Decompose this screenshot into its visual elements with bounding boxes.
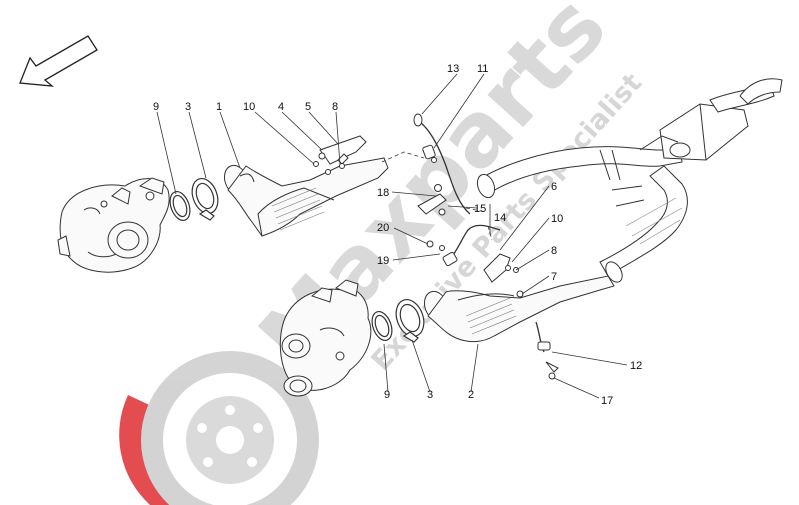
- callout-7: 7: [551, 271, 557, 283]
- callout-12: 12: [630, 360, 642, 372]
- turbocharger-lower: [279, 279, 372, 397]
- callout-17: 17: [601, 395, 613, 407]
- callout-9-upper: 9: [153, 101, 159, 113]
- leader-lines: [156, 73, 628, 399]
- oxygen-sensor-upper: [413, 113, 471, 215]
- callout-14: 14: [494, 212, 506, 224]
- turbocharger-upper: [57, 177, 170, 273]
- watermark-logo: [119, 351, 319, 505]
- muffler: [639, 78, 783, 161]
- callout-15: 15: [474, 203, 486, 215]
- arrow-down-left-icon: [19, 35, 98, 87]
- callout-10-lower: 10: [551, 213, 563, 225]
- callout-labels: 9 3 1 10 4 5 8 13 11 18 15 14 20 19 6 10…: [153, 63, 642, 407]
- callout-8-upper: 8: [332, 101, 338, 113]
- callout-13: 13: [447, 63, 459, 75]
- callout-9-lower: 9: [384, 389, 390, 401]
- callout-20: 20: [377, 222, 389, 234]
- callout-19: 19: [377, 255, 389, 267]
- catalytic-converter-lower: [423, 275, 615, 343]
- clamp-lower: [395, 299, 425, 343]
- sensor-plug-13: [413, 113, 423, 127]
- logo-hub: [216, 426, 244, 454]
- callout-2: 2: [468, 389, 474, 401]
- clamp-upper: [191, 177, 219, 221]
- exhaust-pipe-upper: [476, 146, 683, 199]
- callout-1: 1: [216, 101, 222, 113]
- bracket-upper: [313, 135, 367, 175]
- callout-6: 6: [551, 181, 557, 193]
- sensor-bracket-15: [417, 184, 447, 216]
- catalytic-converter-upper: [223, 157, 389, 237]
- gasket-lower: [371, 310, 393, 342]
- exhaust-pipe-lower: [599, 165, 688, 283]
- callout-3-lower: 3: [427, 389, 433, 401]
- gasket-upper: [169, 190, 191, 222]
- logo-outer-ring: [141, 351, 319, 505]
- bracket-lower: [483, 253, 524, 298]
- logo-red-arc: [119, 395, 175, 505]
- callout-3-upper: 3: [185, 101, 191, 113]
- logo-bolt-holes: [197, 405, 263, 467]
- callout-10-upper: 10: [243, 101, 255, 113]
- callout-11: 11: [477, 63, 488, 75]
- callout-18: 18: [377, 187, 389, 199]
- callout-4: 4: [278, 101, 284, 113]
- callout-8-lower: 8: [551, 245, 557, 257]
- sensor-12-17: [535, 321, 559, 380]
- callout-5: 5: [305, 101, 311, 113]
